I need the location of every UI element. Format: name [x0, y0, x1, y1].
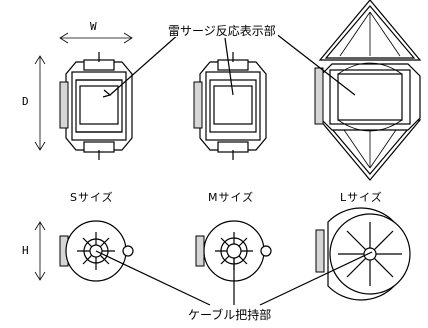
depth-dimension-arrow: [34, 55, 46, 151]
m-size-top-view: [193, 52, 267, 160]
s-size-top-view: [59, 52, 133, 160]
cable-holder-label: ケーブル把持部: [186, 308, 274, 322]
surge-indicator-leaders: [102, 32, 356, 98]
size-l-label: Lサイズ: [340, 191, 383, 204]
depth-label: D: [22, 95, 29, 108]
width-label: W: [90, 20, 97, 33]
size-m-label: Mサイズ: [208, 191, 255, 204]
size-s-label: Sサイズ: [70, 191, 114, 204]
height-dimension-arrow: [34, 221, 46, 281]
l-size-side-view: [315, 207, 411, 301]
surge-indicator-label: 雷サージ反応表示部: [166, 24, 278, 38]
width-dimension-arrow: [59, 32, 133, 44]
l-size-top-view: [314, 0, 422, 181]
height-label: H: [22, 244, 29, 257]
cable-holder-leaders: [95, 250, 373, 306]
